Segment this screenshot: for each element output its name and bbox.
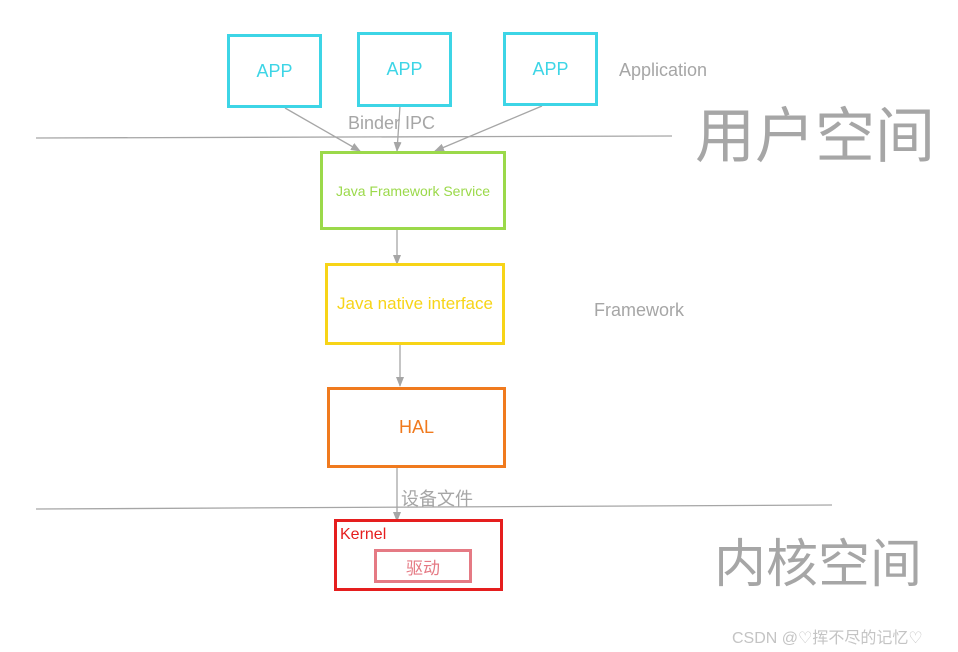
java-native-interface-label: Java native interface <box>337 294 493 313</box>
kernel-space-label: 内核空间 <box>714 536 923 594</box>
kernel-label: Kernel <box>340 526 387 543</box>
app-box-1: APP <box>227 34 322 108</box>
kernel-box: Kernel 驱动 <box>334 519 503 591</box>
user-space-boundary-line <box>35 135 673 139</box>
app-box-2: APP <box>357 32 452 107</box>
app-box-3-label: APP <box>532 58 569 79</box>
application-label: Application <box>619 60 708 80</box>
kernel-space-boundary-line <box>35 504 833 510</box>
hal-label: HAL <box>398 417 434 437</box>
java-framework-service-label: Java Framework Service <box>335 182 491 199</box>
app-box-2-label: APP <box>386 59 423 79</box>
java-framework-service-box: Java Framework Service <box>320 151 506 230</box>
app-box-3: APP <box>503 32 598 106</box>
java-native-interface-box: Java native interface <box>325 263 505 345</box>
csdn-watermark: CSDN @♡挥不尽的记忆♡ <box>732 630 923 647</box>
app1-to-service-arrow <box>284 107 361 152</box>
driver-label: 驱动 <box>406 558 440 578</box>
app2-to-service-arrow <box>393 105 402 152</box>
binder-ipc-label: Binder IPC <box>348 113 436 133</box>
app3-to-service-arrow <box>434 105 543 152</box>
hal-box: HAL <box>327 387 506 468</box>
app-box-1-label: APP <box>256 60 293 81</box>
framework-label: Framework <box>594 300 685 320</box>
driver-box: 驱动 <box>374 549 472 583</box>
user-space-label: 用户空间 <box>695 103 935 170</box>
device-file-label: 设备文件 <box>401 489 473 509</box>
